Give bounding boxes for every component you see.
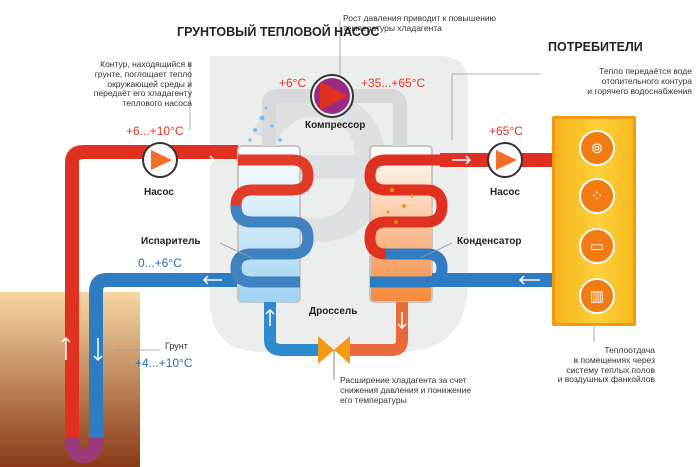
evaporator-bubbles bbox=[248, 106, 282, 142]
temp-consumer-supply: +65°C bbox=[489, 124, 523, 138]
washing-machine-icon: ⊚ bbox=[579, 130, 615, 166]
ground-hot-pipe bbox=[65, 145, 238, 440]
label-condenser: Конденсатор bbox=[457, 236, 522, 247]
label-ground: Грунт bbox=[165, 341, 188, 351]
leader-lines bbox=[114, 20, 595, 351]
label-compressor: Компрессор bbox=[305, 120, 366, 131]
temp-ground: +4...+10°C bbox=[135, 356, 193, 370]
flow-arrows bbox=[61, 155, 540, 362]
label-throttle: Дроссель bbox=[309, 306, 358, 317]
note-heat-output: Теплоотдача в помещениях через систему т… bbox=[557, 345, 655, 385]
temp-ground-in: +6...+10°C bbox=[126, 124, 184, 138]
note-expansion: Расширение хладагента за счет снижения д… bbox=[340, 375, 472, 405]
pump-right-icon bbox=[487, 142, 523, 178]
note-pressure: Рост давления приводит к повышению темпе… bbox=[343, 13, 497, 33]
ground-cold-pipe bbox=[89, 273, 238, 440]
temp-compressor-in: +6°C bbox=[279, 76, 307, 90]
refrigerant-warm-return bbox=[346, 302, 408, 356]
consumers-panel: ⊚ ⁘ ▭ ▥ bbox=[552, 116, 636, 326]
refrigerant-from-compressor bbox=[352, 89, 407, 146]
label-pump-left: Насос bbox=[144, 187, 174, 198]
label-evaporator: Испаритель bbox=[141, 236, 201, 247]
title-heat-pump: ГРУНТОВЫЙ ТЕПЛОВОЙ НАСОС bbox=[177, 25, 380, 39]
shower-icon: ⁘ bbox=[579, 178, 615, 214]
condenser-drops bbox=[386, 188, 414, 224]
throttle-valve bbox=[318, 336, 350, 380]
refrigerant-to-compressor bbox=[262, 89, 312, 146]
pump-left-icon bbox=[142, 142, 178, 178]
title-consumers: ПОТРЕБИТЕЛИ bbox=[548, 40, 643, 54]
note-ground-circuit: Контур, находящийся в грунте, поглощает … bbox=[93, 59, 192, 109]
note-heat-transfer: Тепло передаётся воде отопительного конт… bbox=[587, 66, 692, 96]
radiator-icon: ▥ bbox=[579, 278, 615, 314]
refrigerant-cold-return bbox=[264, 302, 322, 356]
temp-evaporator-in: 0...+6°C bbox=[138, 256, 182, 270]
label-pump-right: Насос bbox=[490, 187, 520, 198]
temp-compressor-out: +35...+65°C bbox=[361, 76, 426, 90]
oven-icon: ▭ bbox=[579, 228, 615, 264]
compressor-icon bbox=[310, 74, 354, 118]
